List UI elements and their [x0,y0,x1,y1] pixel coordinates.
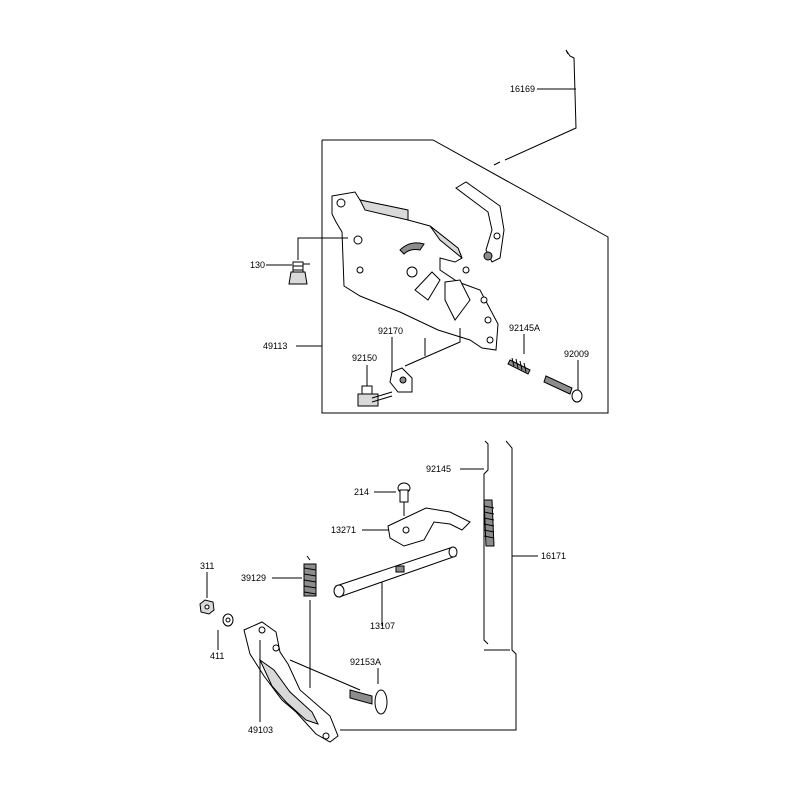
rod-16169 [493,49,577,166]
label-311: 311 [200,561,214,571]
label-92170: 92170 [378,326,403,336]
spring-rod-92145 [460,440,495,645]
label-49113: 49113 [263,341,287,351]
shaft-13107 [333,546,458,626]
throttle-lever [455,181,505,263]
lever-49103 [243,621,361,743]
label-49103: 49103 [248,725,273,735]
control-plate [331,191,499,351]
label-13271: 13271 [331,525,356,535]
bolt-92150 [357,365,393,407]
label-92009: 92009 [564,349,589,359]
label-411: 411 [210,651,224,661]
screw-214 [374,482,411,516]
spring-92145A [507,334,531,375]
label-214: 214 [354,487,369,497]
label-16169: 16169 [510,84,535,94]
bolt-92153A [349,668,388,715]
stud-92009 [543,360,583,403]
washer-411 [217,613,234,650]
label-130: 130 [250,260,265,270]
label-13107: 13107 [370,621,395,631]
rod-16171 [340,440,538,731]
label-92150: 92150 [352,353,377,363]
label-16171: 16171 [541,551,566,561]
plate-13271 [362,507,471,547]
label-92153A: 92153A [350,657,381,667]
label-39129: 39129 [241,573,266,583]
assembly-frame-49113 [321,139,609,414]
nut-311 [199,572,215,615]
label-92145: 92145 [426,464,451,474]
label-92145A: 92145A [509,323,540,333]
bolt-130 [288,237,348,285]
bracket-92170 [389,328,461,393]
spring-39129 [272,555,317,688]
